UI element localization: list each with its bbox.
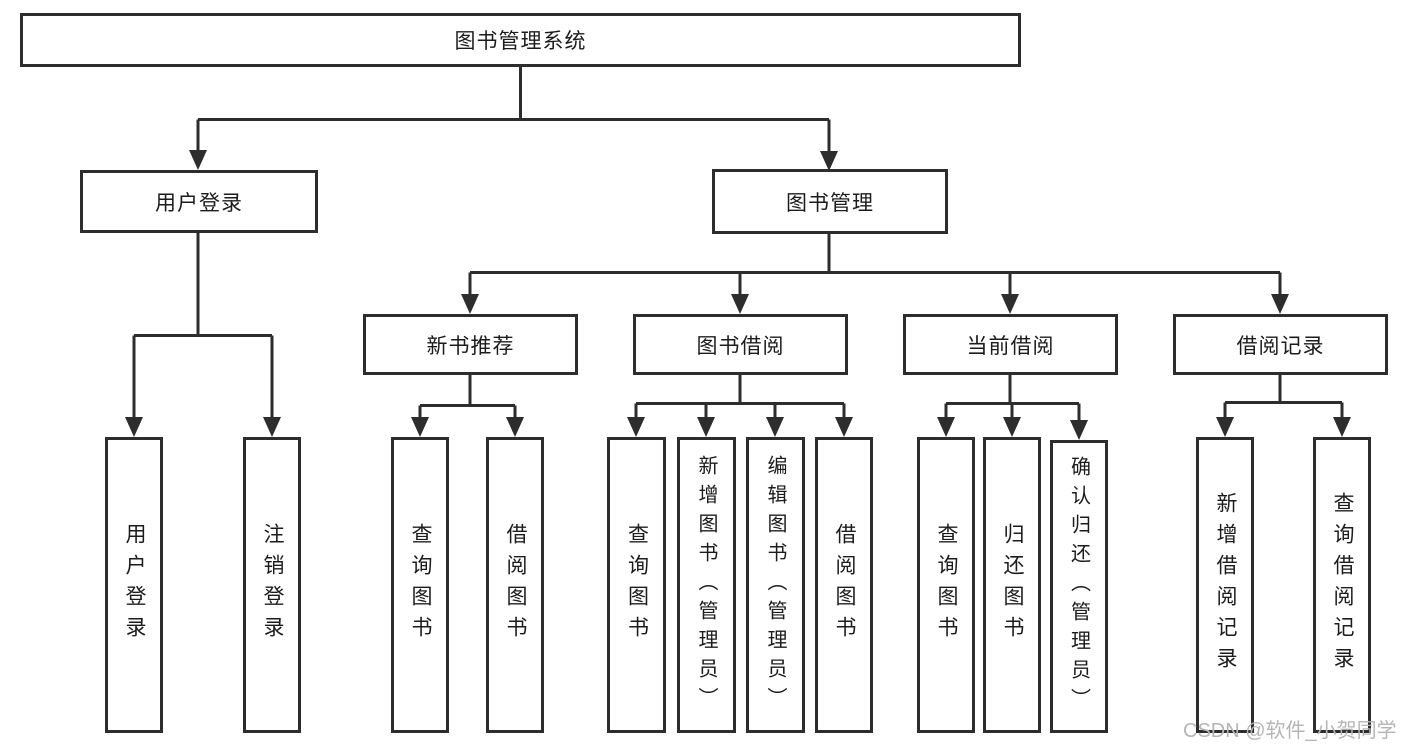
node-current-borrowing: 当前借阅 (903, 314, 1118, 375)
node-edit-books-admin-label: 编辑图书（管理员） (764, 454, 786, 716)
node-book-management: 图书管理 (712, 169, 948, 234)
node-book-borrowing: 图书借阅 (633, 314, 848, 375)
node-query-books-2: 查询图书 (607, 437, 666, 733)
arrow-down-icon (411, 417, 429, 437)
node-borrowing-records: 借阅记录 (1173, 314, 1388, 375)
connector-line-book-borrow (634, 375, 846, 420)
node-book-borrowing-label: 图书借阅 (696, 334, 785, 358)
connector-line-borrow-record (1223, 375, 1344, 420)
node-user-login: 用户登录 (80, 170, 318, 233)
arrow-down-icon (125, 417, 143, 437)
connector-line-root (196, 67, 831, 153)
node-edit-books-admin: 编辑图书（管理员） (746, 437, 805, 733)
node-user-login-label: 用户登录 (155, 191, 243, 215)
connector-line-new-book (418, 375, 517, 420)
node-add-books-admin: 新增图书（管理员） (677, 437, 736, 733)
arrow-down-icon (731, 294, 749, 314)
arrow-down-icon (461, 294, 479, 314)
node-borrow-books-2: 借阅图书 (815, 437, 873, 733)
node-book-management-label: 图书管理 (786, 191, 874, 215)
node-borrowing-records-label: 借阅记录 (1236, 334, 1325, 358)
arrow-down-icon (506, 417, 524, 437)
node-add-borrow-record-label: 新增借阅记录 (1214, 492, 1237, 678)
node-root-label: 图书管理系统 (454, 30, 587, 53)
node-return-books: 归还图书 (983, 437, 1041, 733)
node-query-borrow-record: 查询借阅记录 (1313, 437, 1371, 733)
node-add-borrow-record: 新增借阅记录 (1196, 437, 1254, 733)
arrow-down-icon (1001, 294, 1019, 314)
node-logout-leaf-label: 注销登录 (261, 523, 284, 647)
arrow-down-icon (1216, 417, 1234, 437)
node-add-books-admin-label: 新增图书（管理员） (695, 454, 717, 716)
arrow-down-icon (1271, 294, 1289, 314)
arrow-down-icon (766, 417, 784, 437)
arrow-down-icon (937, 417, 955, 437)
connector-line-current-borrow (944, 375, 1081, 423)
node-root: 图书管理系统 (20, 13, 1021, 67)
node-query-books-1-label: 查询图书 (409, 523, 432, 647)
csdn-watermark: CSDN @软件_小贺同学 (1183, 720, 1397, 742)
arrow-down-icon (1333, 417, 1351, 437)
connector-line-user-login (132, 233, 274, 420)
node-borrow-books-2-label: 借阅图书 (833, 523, 856, 647)
arrow-down-icon (1003, 417, 1021, 437)
arrow-down-icon (697, 417, 715, 437)
node-query-borrow-record-label: 查询借阅记录 (1331, 492, 1354, 678)
node-current-borrowing-label: 当前借阅 (966, 334, 1055, 358)
node-confirm-return-admin: 确认归还（管理员） (1050, 440, 1108, 733)
node-logout-leaf: 注销登录 (243, 437, 301, 733)
arrow-down-icon (820, 151, 838, 171)
node-query-books-3: 查询图书 (917, 437, 975, 733)
arrow-down-icon (263, 417, 281, 437)
node-login-leaf: 用户登录 (105, 437, 163, 733)
node-query-books-3-label: 查询图书 (935, 523, 958, 647)
node-new-book-recommend: 新书推荐 (363, 314, 578, 375)
arrow-down-icon (835, 417, 853, 437)
node-query-books-1: 查询图书 (391, 437, 449, 733)
node-borrow-books-1: 借阅图书 (486, 437, 544, 733)
arrow-down-icon (627, 417, 645, 437)
node-return-books-label: 归还图书 (1001, 523, 1024, 647)
node-query-books-2-label: 查询图书 (625, 523, 649, 647)
node-borrow-books-1-label: 借阅图书 (504, 523, 527, 647)
arrow-down-icon (1070, 420, 1088, 440)
node-confirm-return-admin-label: 确认归还（管理员） (1067, 456, 1090, 717)
node-new-book-recommend-label: 新书推荐 (426, 334, 515, 358)
node-login-leaf-label: 用户登录 (123, 523, 146, 647)
arrow-down-icon (189, 150, 207, 170)
connector-line-book-mgmt (468, 233, 1282, 297)
